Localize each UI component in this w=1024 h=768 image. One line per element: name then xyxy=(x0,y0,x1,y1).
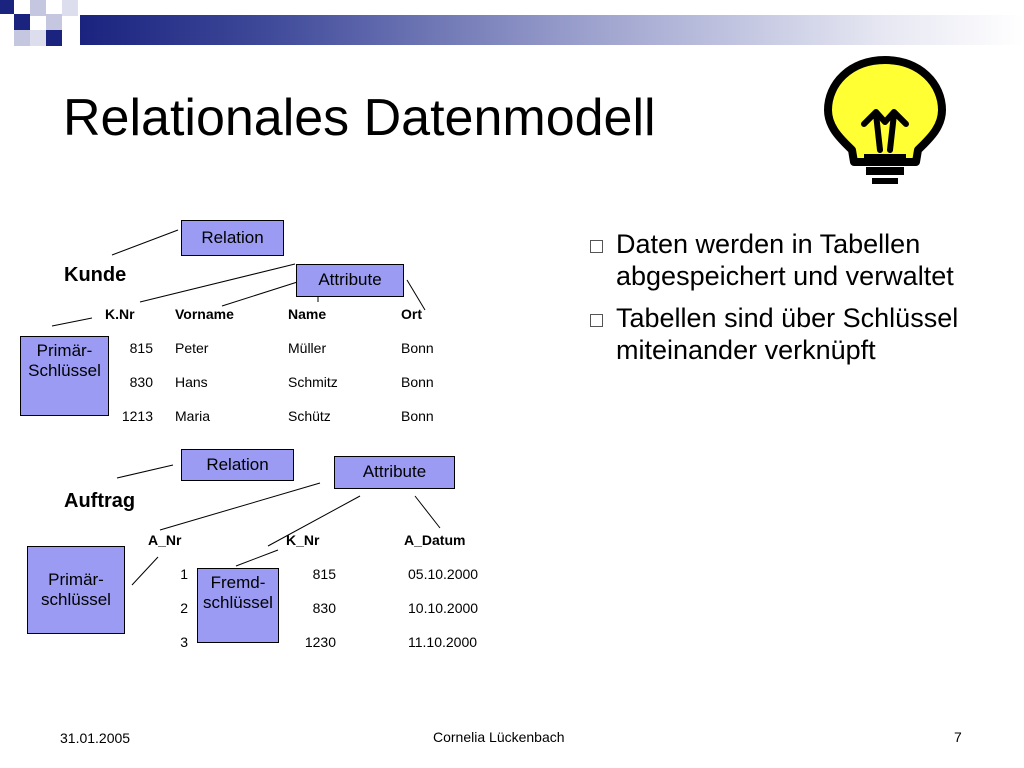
table-cell: 1213 xyxy=(121,408,153,424)
footer-author: Cornelia Lückenbach xyxy=(433,729,565,745)
slide-title: Relationales Datenmodell xyxy=(63,89,656,147)
table-cell: Müller xyxy=(288,340,327,356)
primary-key-label-box: Primär- Schlüssel xyxy=(20,336,109,416)
table-cell: Bonn xyxy=(401,408,434,424)
table-cell: Peter xyxy=(175,340,209,356)
relation-label-box: Relation xyxy=(181,449,294,481)
decor-square xyxy=(30,30,46,46)
primary-key-label-box: Primär- schlüssel xyxy=(27,546,125,634)
decor-square xyxy=(14,30,30,46)
header-decoration xyxy=(0,0,1024,50)
table-cell: 1 xyxy=(180,566,188,582)
table-cell: 2 xyxy=(180,600,188,616)
table-cell: Schütz xyxy=(288,408,331,424)
table-heading-kunde: Kunde xyxy=(64,264,127,286)
bullet-text: Tabellen sind über Schlüssel miteinander… xyxy=(616,303,959,365)
decor-square xyxy=(46,14,62,30)
primary-key-label: Primär- schlüssel xyxy=(41,569,111,609)
footer-date: 31.01.2005 xyxy=(60,730,131,746)
square-bullet-icon xyxy=(590,314,603,327)
relation-label: Relation xyxy=(206,454,269,474)
decor-square xyxy=(46,30,62,46)
attribute-label: Attribute xyxy=(318,270,382,290)
table-heading-auftrag: Auftrag xyxy=(64,490,136,512)
light-bulb-icon xyxy=(824,56,946,184)
square-bullet-icon xyxy=(590,240,603,253)
column-header: Name xyxy=(288,306,327,322)
table-cell: 05.10.2000 xyxy=(408,566,479,582)
table-cell: Schmitz xyxy=(288,374,338,390)
column-header: Ort xyxy=(401,306,422,322)
table-cell: Hans xyxy=(175,374,208,390)
attribute-label-box: Attribute xyxy=(334,456,455,489)
column-header: Vorname xyxy=(175,306,234,322)
table-cell: 1230 xyxy=(304,634,336,650)
relation-label: Relation xyxy=(201,227,264,247)
table-cell: 830 xyxy=(312,600,336,616)
table-cell: 11.10.2000 xyxy=(408,634,478,650)
table-cell: 3 xyxy=(180,634,188,650)
table-cell: 830 xyxy=(129,374,153,390)
table-cell: Maria xyxy=(175,408,211,424)
bullet-item: Daten werden in Tabellen abgespeichert u… xyxy=(590,228,990,292)
bullet-list: Daten werden in Tabellen abgespeichert u… xyxy=(590,228,990,376)
column-header: K_Nr xyxy=(286,532,320,548)
foreign-key-label: Fremd- schlüssel xyxy=(203,573,273,613)
bullet-item: Tabellen sind über Schlüssel miteinander… xyxy=(590,302,990,366)
attribute-label-box: Attribute xyxy=(296,264,404,297)
decor-square xyxy=(62,0,78,16)
foreign-key-label-box: Fremd- schlüssel xyxy=(197,568,279,643)
decor-square xyxy=(14,14,30,30)
column-header: A_Nr xyxy=(148,532,182,548)
column-header: A_Datum xyxy=(404,532,466,548)
decor-square xyxy=(30,0,46,16)
decor-square xyxy=(0,0,14,14)
table-cell: Bonn xyxy=(401,374,434,390)
page-number: 7 xyxy=(954,729,962,745)
primary-key-label: Primär- Schlüssel xyxy=(28,341,101,381)
column-header: K.Nr xyxy=(105,306,135,322)
header-gradient-bar xyxy=(80,15,1024,45)
attribute-label: Attribute xyxy=(362,462,427,482)
bullet-text: Daten werden in Tabellen abgespeichert u… xyxy=(616,229,954,291)
table-cell: 815 xyxy=(129,340,153,356)
relation-label-box: Relation xyxy=(181,220,284,256)
table-cell: 10.10.2000 xyxy=(408,600,479,616)
table-cell: Bonn xyxy=(401,340,434,356)
table-cell: 815 xyxy=(312,566,336,582)
